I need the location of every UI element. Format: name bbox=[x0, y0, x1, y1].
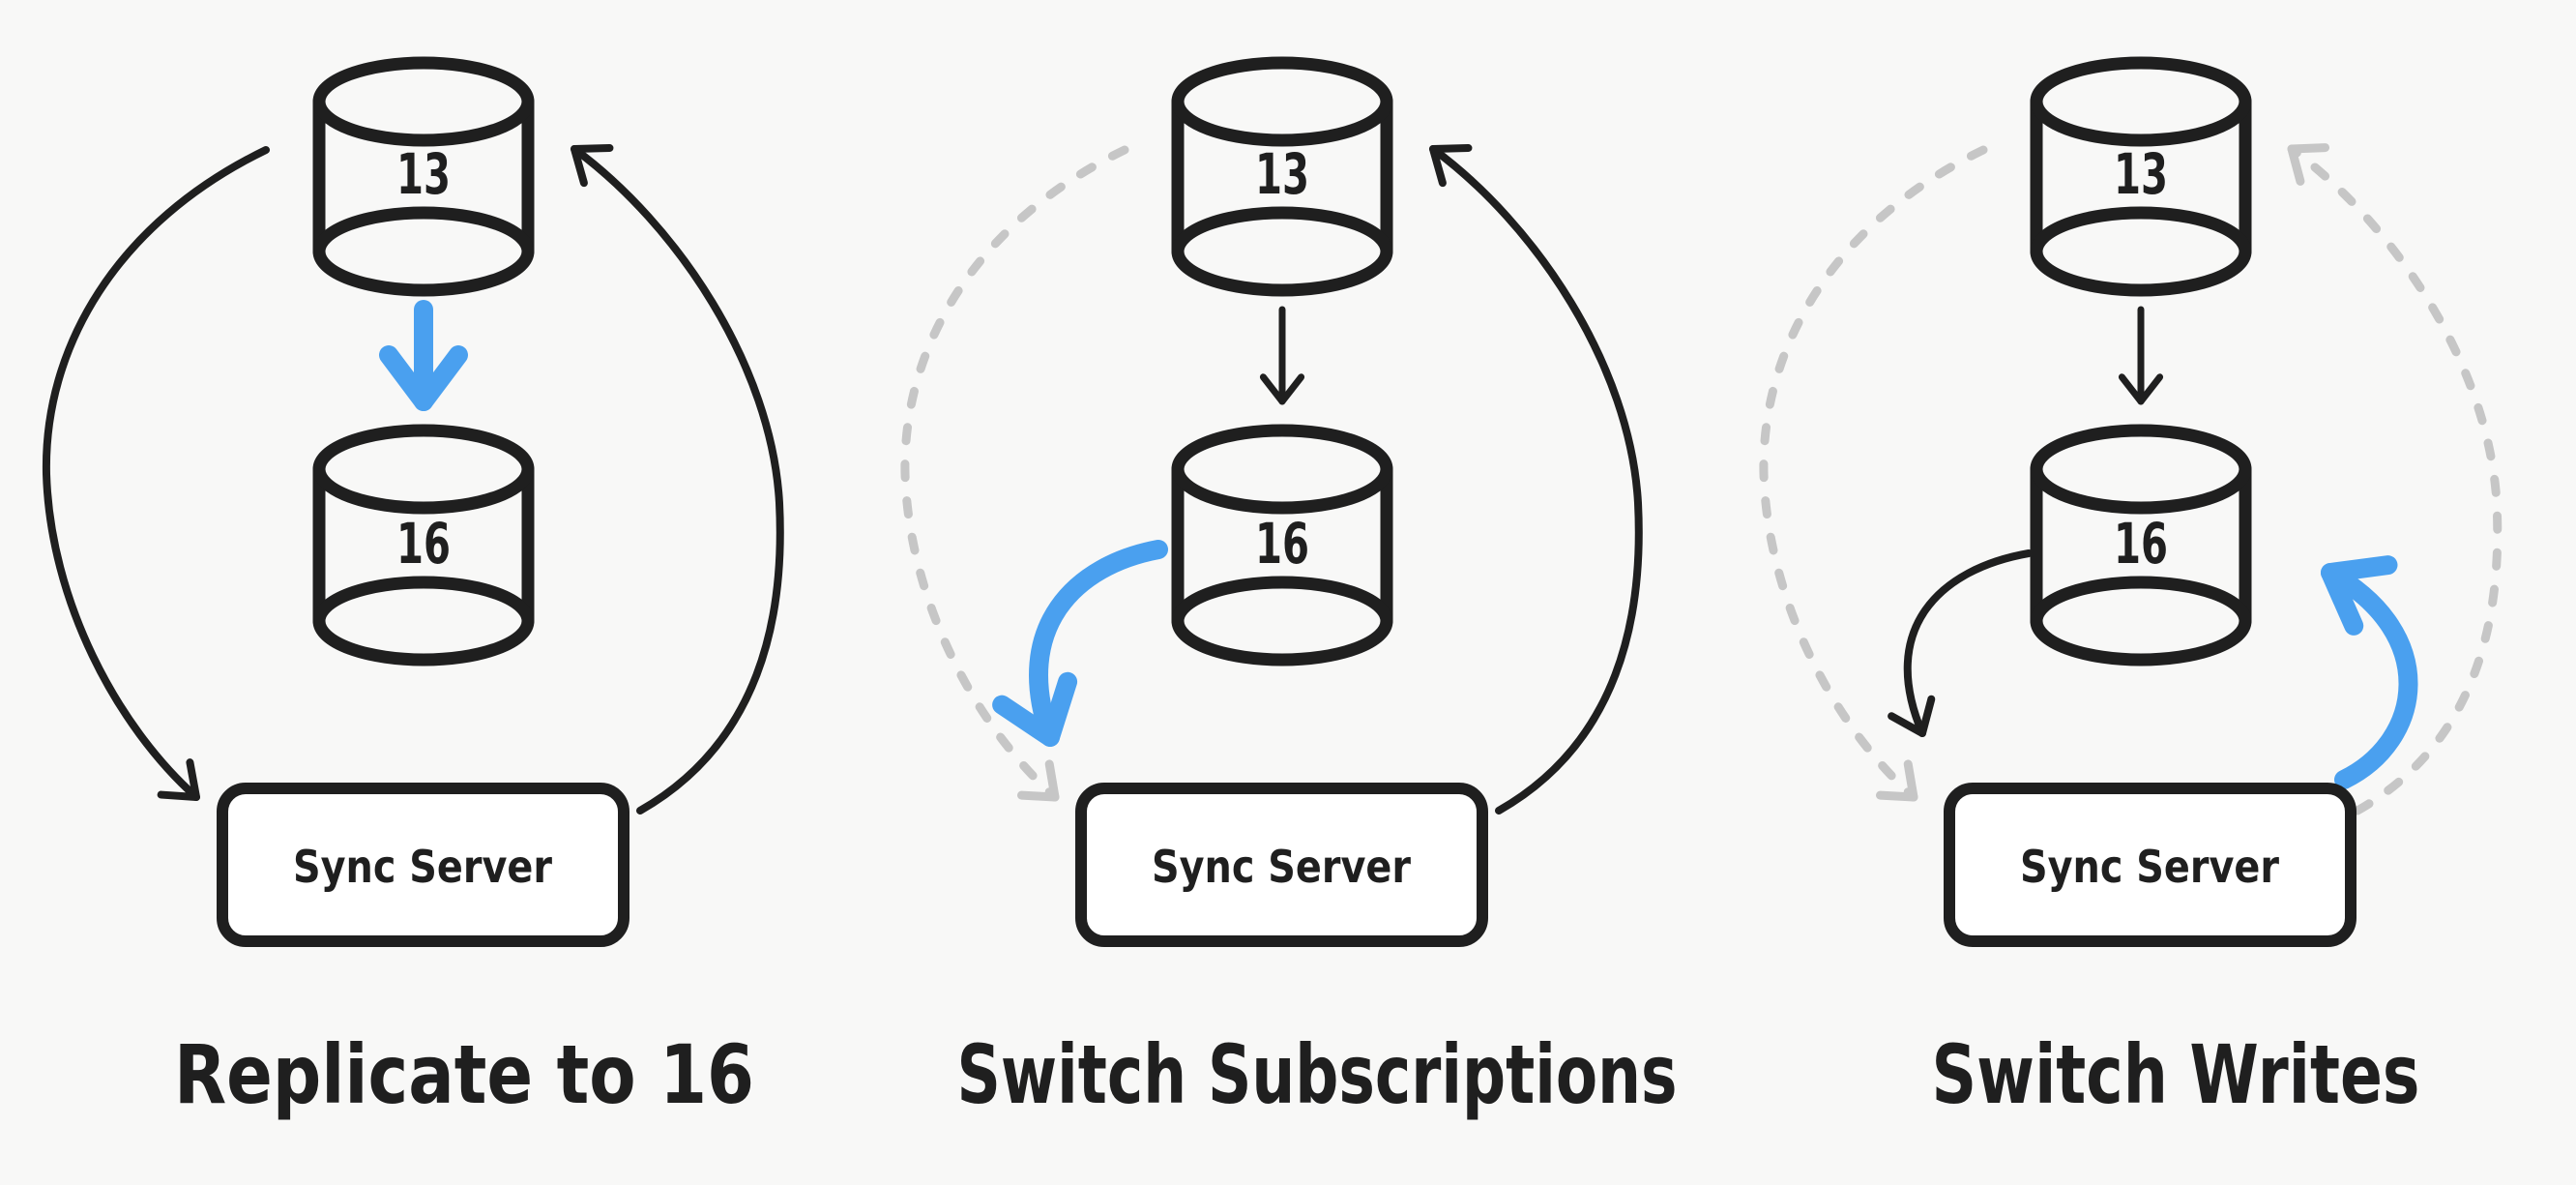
database-16-cylinder: 16 bbox=[312, 424, 535, 667]
arrow-server-to-db13 bbox=[571, 144, 784, 815]
database-13-cylinder: 13 bbox=[2030, 56, 2252, 297]
arrow-db13-to-server bbox=[900, 145, 1129, 802]
arrow-server-to-db13 bbox=[2287, 143, 2503, 815]
panel-switch-subscriptions: 13 16 Sync Server Switch Subscriptions bbox=[900, 56, 1678, 1122]
panel-switch-writes: 13 16 Sync Server Switch Writes bbox=[1759, 56, 2503, 1122]
panel-caption: Switch Writes bbox=[1932, 1027, 2420, 1122]
arrow-db16-to-server bbox=[992, 540, 1168, 747]
sync-server-label: Sync Server bbox=[293, 841, 552, 893]
database-16-cylinder: 16 bbox=[1171, 424, 1393, 667]
arrow-server-to-db13 bbox=[1429, 144, 1643, 815]
sync-server-box: Sync Server bbox=[1944, 783, 2356, 947]
panel-replicate: 13 16 Sync Server Replicate to 16 bbox=[42, 56, 784, 1122]
db-version-label-13: 13 bbox=[396, 141, 451, 207]
sync-server-label: Sync Server bbox=[1152, 841, 1411, 893]
db-version-label-16: 16 bbox=[396, 511, 451, 577]
arrow-db13-to-server bbox=[42, 146, 270, 801]
panel-caption: Replicate to 16 bbox=[174, 1027, 754, 1122]
db-version-label-13: 13 bbox=[2114, 141, 2168, 207]
database-16-cylinder: 16 bbox=[2030, 424, 2252, 667]
database-13-cylinder: 13 bbox=[312, 56, 535, 297]
panel-caption: Switch Subscriptions bbox=[957, 1027, 1678, 1122]
database-13-cylinder: 13 bbox=[1171, 56, 1393, 297]
sync-server-box: Sync Server bbox=[1075, 783, 1488, 947]
db-version-label-16: 16 bbox=[1255, 511, 1309, 577]
sync-server-box: Sync Server bbox=[217, 783, 629, 947]
db-version-label-13: 13 bbox=[1255, 141, 1309, 207]
arrow-db13-to-server bbox=[1759, 145, 1988, 802]
arrow-server-to-db16 bbox=[2321, 555, 2418, 789]
db-version-label-16: 16 bbox=[2114, 511, 2168, 577]
arrow-db16-to-server bbox=[1888, 549, 2033, 737]
sync-server-label: Sync Server bbox=[2020, 841, 2279, 893]
